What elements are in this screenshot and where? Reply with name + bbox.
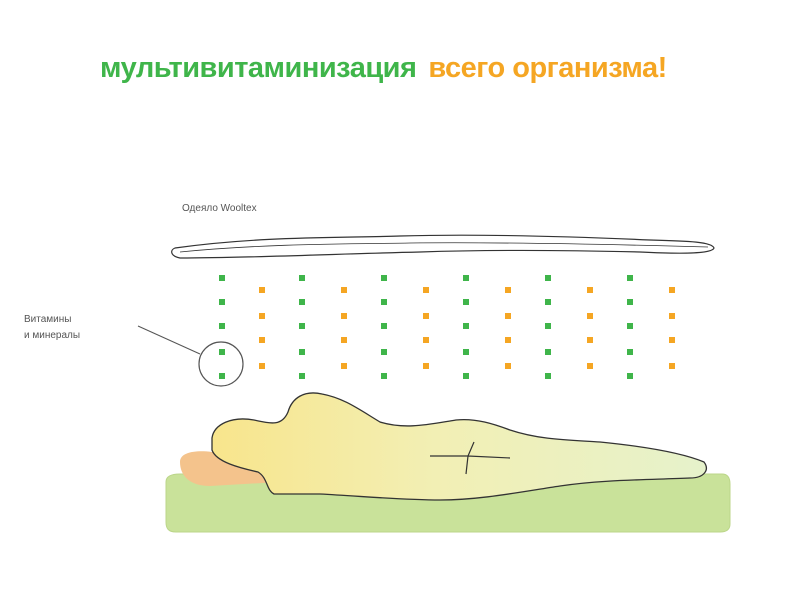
body-arm-line: [430, 441, 511, 475]
nutrients-label: Витамины и минералы: [24, 312, 80, 344]
orange-dot: [505, 313, 511, 319]
green-dot: [627, 349, 633, 355]
green-dot: [219, 275, 225, 281]
orange-dot: [259, 337, 265, 343]
orange-dot: [341, 287, 347, 293]
orange-dot: [341, 337, 347, 343]
orange-dot: [423, 337, 429, 343]
green-dot: [219, 349, 225, 355]
green-dot: [381, 373, 387, 379]
headline: мультивитаминизация всего организма!: [100, 52, 750, 85]
callout-line: [137, 325, 201, 355]
green-dot: [299, 323, 305, 329]
green-dot: [219, 323, 225, 329]
orange-dot: [423, 287, 429, 293]
orange-dot: [669, 313, 675, 319]
green-dot: [299, 299, 305, 305]
orange-dot: [587, 363, 593, 369]
green-dot: [381, 323, 387, 329]
orange-dot: [259, 313, 265, 319]
green-dot: [545, 275, 551, 281]
green-dot: [381, 275, 387, 281]
green-dot: [299, 349, 305, 355]
orange-dot: [341, 363, 347, 369]
nutrients-label-line2: и минералы: [24, 330, 81, 341]
orange-dot: [669, 287, 675, 293]
orange-dot: [505, 287, 511, 293]
green-dot: [381, 349, 387, 355]
green-dot: [219, 299, 225, 305]
green-dot: [627, 299, 633, 305]
green-dot: [627, 275, 633, 281]
orange-dot: [669, 337, 675, 343]
orange-dot: [423, 363, 429, 369]
orange-dot: [587, 287, 593, 293]
green-dot: [463, 323, 469, 329]
orange-dot: [505, 363, 511, 369]
blanket-seam: [179, 242, 709, 253]
green-dot: [545, 299, 551, 305]
green-dot: [463, 373, 469, 379]
green-dot: [299, 373, 305, 379]
sleeping-body: [211, 392, 707, 501]
green-dot: [627, 323, 633, 329]
headline-part-green: мультивитаминизация: [100, 52, 417, 84]
green-dot: [299, 275, 305, 281]
nutrients-label-line1: Витамины: [24, 314, 72, 325]
green-dot: [463, 349, 469, 355]
green-dot: [545, 373, 551, 379]
orange-dot: [669, 363, 675, 369]
blanket: [171, 234, 715, 259]
green-dot: [219, 373, 225, 379]
orange-dot: [505, 337, 511, 343]
orange-dot: [341, 313, 347, 319]
green-dot: [463, 275, 469, 281]
headline-part-orange: всего организма!: [428, 52, 667, 84]
blanket-label: Одеяло Wooltex: [182, 203, 257, 214]
orange-dot: [587, 313, 593, 319]
green-dot: [545, 323, 551, 329]
orange-dot: [259, 363, 265, 369]
green-dot: [545, 349, 551, 355]
orange-dot: [587, 337, 593, 343]
callout-circle: [198, 341, 244, 387]
orange-dot: [259, 287, 265, 293]
green-dot: [627, 373, 633, 379]
orange-dot: [423, 313, 429, 319]
vitamin-dots: [219, 275, 675, 379]
green-dot: [381, 299, 387, 305]
green-dot: [463, 299, 469, 305]
